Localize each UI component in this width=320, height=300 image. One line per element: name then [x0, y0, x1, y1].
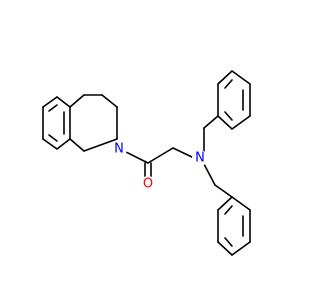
- bond: [203, 163, 216, 186]
- bond: [123, 150, 149, 164]
- bond: [56, 138, 71, 150]
- bond: [147, 147, 174, 164]
- bond: [217, 196, 233, 211]
- amide-nitrogen-label: N: [114, 142, 124, 157]
- bond: [214, 184, 233, 198]
- bond: [217, 241, 233, 256]
- amide-n-background: [111, 141, 127, 157]
- upper-benzyl-group: [203, 70, 251, 153]
- isoquinoline-benzene-ring: [42, 96, 71, 150]
- amine-n-background: [192, 150, 208, 166]
- lower-benzyl-group: [203, 163, 251, 256]
- bond: [56, 96, 71, 108]
- atom-labels: N N O: [111, 141, 208, 192]
- bond: [217, 70, 233, 85]
- aromatic-inner-bond: [48, 104, 58, 112]
- bond: [101, 94, 118, 108]
- carbonyl-oxygen-label: O: [143, 177, 153, 192]
- bond: [231, 241, 251, 256]
- amine-nitrogen-label: N: [195, 151, 205, 166]
- aromatic-inner-bond: [224, 111, 233, 121]
- bond: [69, 138, 85, 152]
- bond: [231, 70, 251, 85]
- aromatic-inner-bond: [224, 205, 233, 215]
- bond: [231, 196, 251, 211]
- bond: [231, 115, 251, 130]
- bond: [42, 138, 58, 150]
- amide-linker: [123, 147, 195, 183]
- molecule-structure-diagram: N N O: [42, 70, 251, 256]
- bond: [83, 138, 118, 152]
- carbonyl-o-background: [140, 176, 156, 192]
- aromatic-inner-bond: [224, 237, 233, 247]
- bond: [217, 115, 233, 130]
- bond: [172, 147, 195, 159]
- bond: [42, 96, 58, 108]
- aromatic-inner-bond: [48, 134, 58, 142]
- bond: [69, 94, 85, 108]
- bond: [203, 115, 219, 129]
- tetrahydro-ring: [69, 94, 118, 152]
- aromatic-inner-bond: [224, 79, 233, 89]
